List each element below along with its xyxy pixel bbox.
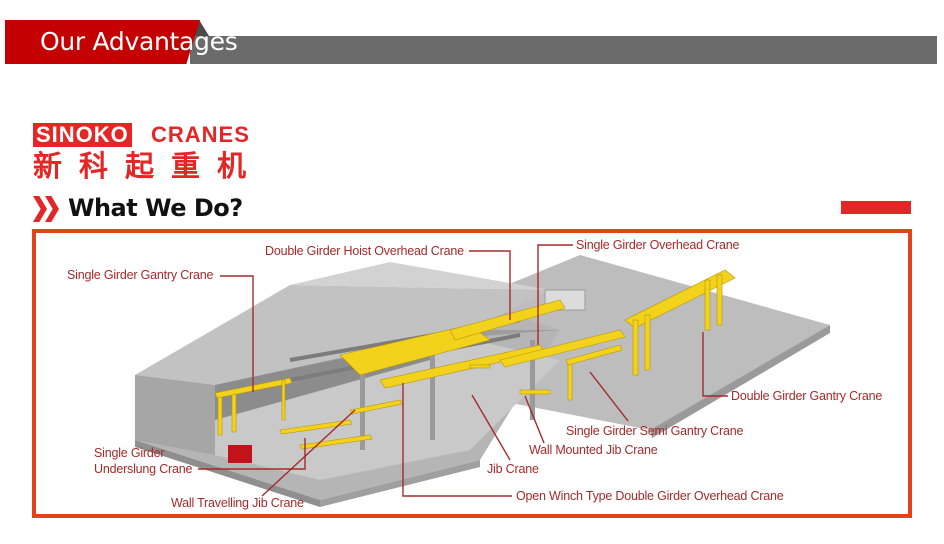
logo-brand: SINOKO	[33, 123, 132, 147]
label-single-girder-overhead-crane: Single Girder Overhead Crane	[576, 238, 740, 252]
logo-chinese: 新科起重机	[33, 149, 264, 183]
banner-title: Our Advantages	[40, 27, 238, 56]
label-underslung-crane: Underslung Crane	[94, 462, 193, 476]
label-open-winch-double-girder-overhead-crane: Open Winch Type Double Girder Overhead C…	[516, 489, 784, 503]
section-title: What We Do?	[68, 194, 243, 222]
logo-suffix: CRANES	[151, 122, 250, 147]
label-double-girder-hoist-overhead-crane: Double Girder Hoist Overhead Crane	[265, 244, 464, 258]
diagram-frame	[32, 229, 912, 518]
banner-red-tab	[5, 20, 200, 64]
section-banner: Our Advantages	[0, 0, 944, 90]
label-single-girder: Single Girder	[94, 446, 165, 460]
label-single-girder-semi-gantry-crane: Single Girder Semi Gantry Crane	[566, 424, 744, 438]
label-single-girder-gantry-crane: Single Girder Gantry Crane	[67, 268, 214, 282]
label-double-girder-gantry-crane: Double Girder Gantry Crane	[731, 389, 883, 403]
label-wall-travelling-jib-crane: Wall Travelling Jib Crane	[171, 496, 304, 510]
banner-grey-bar	[190, 36, 937, 64]
label-jib-crane: Jib Crane	[487, 462, 539, 476]
accent-bar	[841, 201, 911, 214]
label-wall-mounted-jib-crane: Wall Mounted Jib Crane	[529, 443, 658, 457]
